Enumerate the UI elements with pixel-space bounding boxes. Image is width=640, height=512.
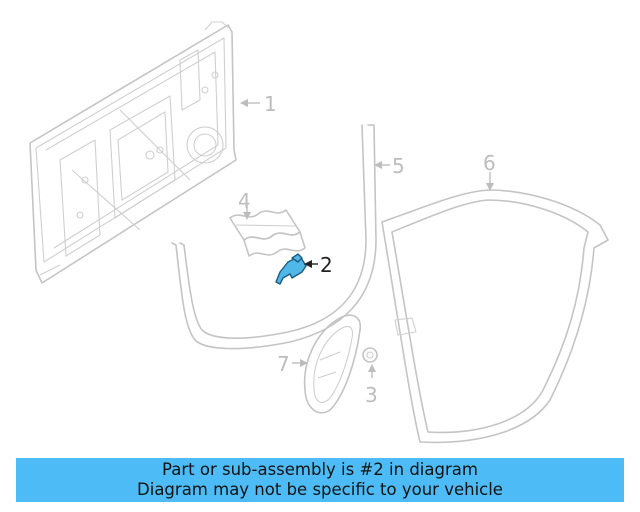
callout-number-2: 2: [320, 253, 333, 277]
glass-run-channel: [171, 124, 377, 350]
callout-number-4: 4: [238, 189, 251, 213]
door-weatherstrip: [381, 189, 609, 444]
part-info-banner: Part or sub-assembly is #2 in diagram Di…: [16, 458, 624, 502]
parts-diagram: 1 2 3 4 5 6 7: [29, 21, 609, 444]
door-inner-panel: [29, 21, 237, 284]
callout-1: 1: [240, 92, 277, 116]
clip: [362, 347, 378, 363]
callout-6: 6: [483, 151, 496, 191]
callout-number-3: 3: [365, 383, 378, 407]
banner-part-line: Part or sub-assembly is #2 in diagram: [162, 460, 478, 479]
callout-7: 7: [277, 352, 308, 376]
callout-number-5: 5: [392, 154, 405, 178]
callout-number-6: 6: [483, 151, 496, 175]
callout-4: 4: [238, 189, 251, 220]
callout-2: 2: [304, 253, 333, 277]
insulator-pad: [229, 209, 306, 257]
callout-5: 5: [374, 154, 405, 178]
banner-disclaimer-line: Diagram may not be specific to your vehi…: [137, 480, 503, 499]
bracket-part-2: [275, 253, 307, 285]
callout-3: 3: [365, 364, 378, 407]
callout-number-1: 1: [264, 92, 277, 116]
callout-number-7: 7: [277, 352, 290, 376]
mirror-patch-cover: [303, 314, 362, 414]
